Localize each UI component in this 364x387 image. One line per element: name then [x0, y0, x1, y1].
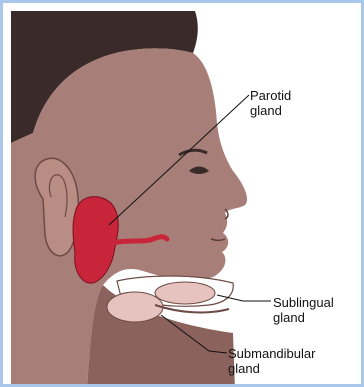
head-illustration: [3, 3, 364, 387]
submandibular-gland: [107, 292, 163, 322]
sublingual-gland: [155, 282, 215, 304]
submandibular-gland-label: Submandibular gland: [228, 346, 315, 376]
parotid-gland-label: Parotid gland: [250, 88, 291, 118]
sublingual-gland-label: Sublingual gland: [273, 295, 334, 325]
